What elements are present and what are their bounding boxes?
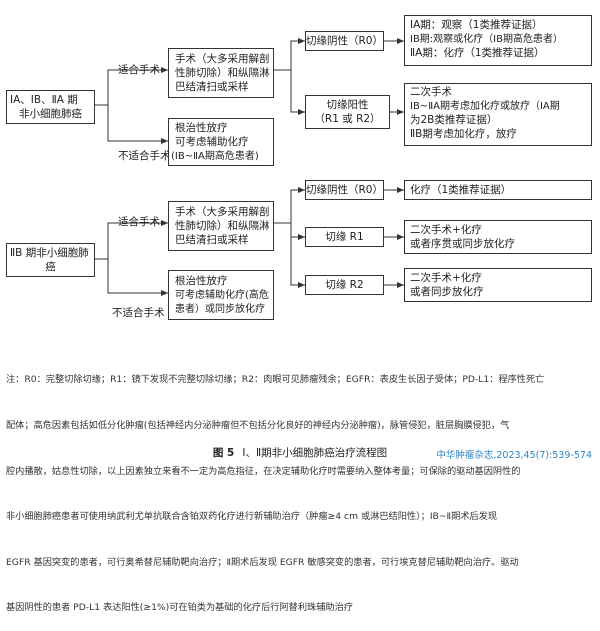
- stage1-r0-box: 切缘阴性（R0）: [305, 31, 384, 51]
- figure-caption: 图 5 Ⅰ、Ⅱ期非小细胞肺癌治疗流程图: [0, 445, 600, 460]
- stage1-r1r2-outcome-line2: ⅠB~ⅡA期考虑加化疗或放疗（IA期: [410, 101, 560, 112]
- stage2-unfit-label: 不适合手术: [112, 307, 165, 319]
- stage2-r0-label: 切缘阴性（R0）: [306, 184, 383, 196]
- stage2-radio-line2: 可考虑辅助化疗(高危: [175, 290, 269, 301]
- stage2-r2-outcome-line1: 二次手术+化疗: [410, 272, 482, 284]
- stage1-fit-label: 适合手术: [118, 64, 160, 76]
- stage2-r0-box: 切缘阴性（R0）: [305, 180, 384, 200]
- stage1-r1r2-outcome-box: 二次手术 ⅠB~ⅡA期考虑加化疗或放疗（IA期 为2B类推荐证据） ⅡB期考虑加…: [404, 83, 592, 146]
- stage1-r0-outcome-box: ⅠA期：观察（1类推荐证据） ⅠB期:观察或化疗（ⅠB期高危患者） ⅡA期：化疗…: [404, 15, 592, 66]
- stage2-r1-outcome-line2: 或者序贯或同步放化疗: [410, 238, 515, 250]
- stage2-surgery-line1: 手术（大多采用解剖: [175, 206, 270, 218]
- stage1-r1r2-line2: （R1 或 R2）: [314, 113, 381, 125]
- stage1-radio-line1: 根治性放疗: [175, 122, 228, 134]
- stage2-r1-box: 切缘 R1: [305, 227, 384, 247]
- stage1-surgery-line1: 手术（大多采用解剖: [175, 53, 270, 65]
- stage2-r2-label: 切缘 R2: [325, 279, 364, 291]
- footnote: 注：R0：完整切除切缘；R1：镜下发现不完整切除切缘；R2：肉眼可见肺瘤残余；E…: [6, 342, 594, 631]
- stage2-r0-outcome-line1: 化疗（1类推荐证据）: [410, 184, 512, 196]
- stage2-title-line2: 癌: [45, 261, 56, 273]
- stage2-r2-outcome-line2: 或者同步放化疗: [410, 286, 484, 298]
- flowchart-connectors: [95, 38, 404, 296]
- stage2-radio-line3: 患者）或同步放化疗: [175, 304, 265, 315]
- footnote-line: 基因阴性的患者 PD-L1 表达阳性(≥1%)可在铂类为基础的化疗后行阿替利珠辅…: [6, 602, 353, 614]
- stage2-surgery-line2: 性肺切除）和纵隔淋: [175, 220, 270, 232]
- stage1-radiotherapy-box: 根治性放疗 可考虑辅助化疗 (ⅠB~ⅡA期高危患者): [168, 118, 274, 166]
- stage2-radiotherapy-box: 根治性放疗 可考虑辅助化疗(高危 患者）或同步放化疗: [168, 270, 274, 320]
- stage2-r1-outcome-box: 二次手术+化疗 或者序贯或同步放化疗: [404, 220, 592, 254]
- journal-source: 中华肿瘤杂志,2023,45(7):539-574: [436, 450, 592, 461]
- stage1-r0-label: 切缘阴性（R0）: [306, 35, 383, 47]
- stage1-r1r2-outcome-line1: 二次手术: [410, 86, 452, 98]
- stage1-radio-line2: 可考虑辅助化疗: [175, 136, 249, 148]
- stage1-r1r2-outcome-line4: ⅡB期考虑加化疗，放疗: [410, 128, 517, 140]
- stage2-title-line1: ⅡB 期非小细胞肺: [10, 247, 89, 259]
- stage2-radio-line1: 根治性放疗: [175, 275, 228, 287]
- stage1-surgery-line2: 性肺切除）和纵隔淋: [175, 67, 270, 79]
- stage2-fit-label: 适合手术: [118, 216, 160, 228]
- stage2-r1-label: 切缘 R1: [325, 231, 364, 243]
- footnote-line: EGFR 基因突变的患者，可行奥希替尼辅助靶向治疗；Ⅱ期术后发现 EGFR 敏感…: [6, 556, 519, 568]
- stage2-r1-outcome-line1: 二次手术+化疗: [410, 224, 482, 236]
- stage1-surgery-box: 手术（大多采用解剖 性肺切除）和纵隔淋 巴结清扫或采样: [168, 48, 274, 98]
- stage2-r2-outcome-box: 二次手术+化疗 或者同步放化疗: [404, 268, 592, 302]
- stage1-r0-outcome-line1: ⅠA期：观察（1类推荐证据）: [410, 19, 543, 31]
- stage1-r0-outcome-line3: ⅡA期：化疗（1类推荐证据）: [410, 47, 545, 59]
- stage2-title-box: ⅡB 期非小细胞肺 癌: [6, 243, 95, 277]
- stage1-unfit-label: 不适合手术: [118, 150, 171, 162]
- stage1-title-line2: 非小细胞肺癌: [19, 108, 82, 120]
- figure-title: Ⅰ、Ⅱ期非小细胞肺癌治疗流程图: [242, 447, 388, 459]
- stage1-r0-outcome-line2: ⅠB期:观察或化疗（ⅠB期高危患者）: [410, 34, 563, 45]
- footnote-line: 非小细胞肺癌患者可使用纳武利尤单抗联合含铂双药化疗进行新辅助治疗（肿瘤≥4 cm…: [6, 511, 498, 523]
- stage1-title-box: ⅠA、ⅠB、ⅡA 期 非小细胞肺癌: [6, 90, 95, 124]
- stage1-surgery-line3: 巴结清扫或采样: [175, 81, 249, 93]
- stage1-r1r2-line1: 切缘阳性: [326, 99, 369, 111]
- stage2-surgery-box: 手术（大多采用解剖 性肺切除）和纵隔淋 巴结清扫或采样: [168, 201, 274, 251]
- footnote-line: 注：R0：完整切除切缘；R1：镜下发现不完整切除切缘；R2：肉眼可见肺瘤残余；E…: [6, 374, 545, 386]
- stage1-r1r2-outcome-line3: 为2B类推荐证据）: [410, 114, 498, 126]
- footnote-line: 配体；高危因素包括如低分化肿瘤(包括神经内分泌肿瘤但不包括分化良好的神经内分泌肿…: [6, 420, 510, 432]
- stage1-title-line1: ⅠA、ⅠB、ⅡA 期: [10, 94, 78, 106]
- stage1-r1r2-box: 切缘阳性 （R1 或 R2）: [305, 95, 390, 129]
- stage2-surgery-line3: 巴结清扫或采样: [175, 234, 249, 246]
- stage2-r2-box: 切缘 R2: [305, 275, 384, 295]
- stage1-radio-line3: (ⅠB~ⅡA期高危患者): [171, 151, 259, 162]
- stage2-r0-outcome-box: 化疗（1类推荐证据）: [404, 180, 592, 200]
- figure-number: 图 5: [212, 447, 235, 459]
